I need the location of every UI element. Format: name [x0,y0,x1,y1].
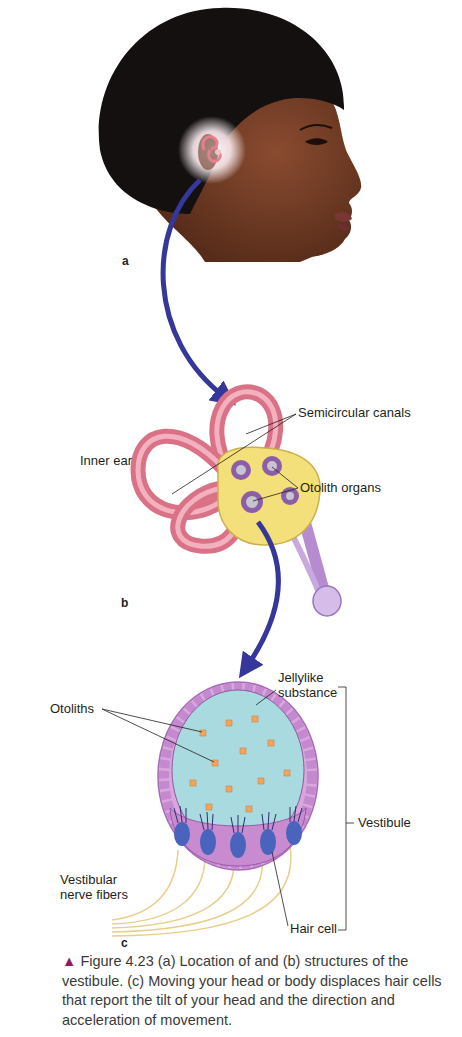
leader-line [253,488,298,501]
hair-cells [174,806,302,858]
leader-lines [172,414,298,501]
hair-cell [286,821,302,845]
leader-line [102,709,214,762]
hair-cell [200,829,216,855]
hair-bundle [174,806,186,823]
leader-line [246,414,296,434]
leader-line [256,690,276,705]
head-illustration [99,8,361,262]
hair-bundle [200,812,213,830]
hair-bundle [262,812,276,830]
otolith [246,806,252,812]
part-label: Otolith organs [300,480,430,495]
otolith [226,720,232,726]
leader-line [272,852,288,926]
vestibule-section [102,682,354,936]
vestibule-body [218,447,320,545]
inner-ear-icon [215,149,221,155]
part-label: Vestibular nerve fibers [60,872,142,903]
otolith [240,748,246,754]
hair-cell-layer [170,808,306,866]
otolith-organ [281,487,299,505]
hair [99,8,344,214]
panel-letter: b [121,596,145,610]
leader-line [272,467,298,488]
cell-wall [158,682,318,870]
inner-ear-icon [209,150,220,161]
zoom-arrow [163,180,226,398]
inner-ear-illustration [138,392,341,616]
lips [335,212,352,222]
canal-highlight [138,436,225,513]
canal [138,436,225,513]
leader-line [102,709,202,732]
otolith [258,778,264,784]
hair-bundle [231,815,245,833]
eyebrow [300,125,332,130]
otoliths [190,716,290,812]
part-label: Semicircular canals [298,405,438,420]
hair-cell [260,829,276,855]
otolith-organ [241,491,263,513]
hair-cell [174,822,190,846]
panel-letter: c [121,936,145,950]
ear-glow [178,116,246,184]
otolith-organ [236,465,246,475]
inner-ear-icon [203,137,217,150]
zoom-arrow [246,522,279,668]
otolith [206,804,212,810]
otolith-organ [286,492,294,500]
part-label: Jellylike substance [278,670,350,701]
eye [305,138,328,145]
cell-ring [164,688,312,864]
otolith-organ [231,460,251,480]
leader-lines [102,687,354,930]
part-label: Vestibule [358,815,448,830]
part-label: Otoliths [50,701,120,716]
otolith-organs [231,456,299,513]
otolith [284,770,290,776]
panel-letter: a [122,254,146,268]
otolith-organ [246,496,258,508]
otolith [190,780,196,786]
hair-bundles [174,806,302,833]
otolith [268,740,274,746]
hair-bundle [290,806,302,822]
nerve-bundle [313,586,341,616]
otolith [226,786,232,792]
leader-line [172,414,296,494]
lips [337,223,349,231]
figure-caption: ▲ Figure 4.23 (a) Location of and (b) st… [62,952,454,1030]
part-label: Inner ear [80,453,170,468]
bracket [338,687,354,930]
hair-cell [230,832,246,858]
otolith [212,760,218,766]
part-label: Hair cell [290,921,370,936]
otolith [200,730,206,736]
nerve-fiber [112,850,178,920]
otolith [252,716,258,722]
